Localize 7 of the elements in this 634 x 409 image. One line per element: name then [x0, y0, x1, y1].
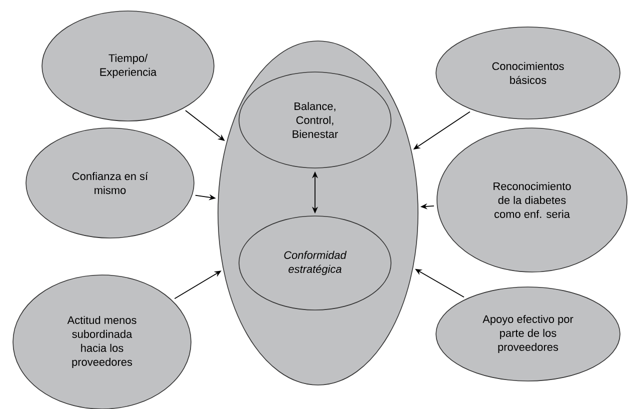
- oval: Tiempo/ Experiencia: [42, 10, 214, 122]
- oval: Confianza en sí mismo: [26, 128, 194, 238]
- oval: Conformidad estratégica: [238, 216, 392, 310]
- oval: Apoyo efectivo por parte de los proveedores: [436, 286, 620, 382]
- oval: Balance, Control, Bienestar: [238, 72, 392, 168]
- oval: Conocimientos básicos: [436, 26, 620, 120]
- oval: Reconocimiento de la diabetes como enf. seria: [436, 128, 628, 272]
